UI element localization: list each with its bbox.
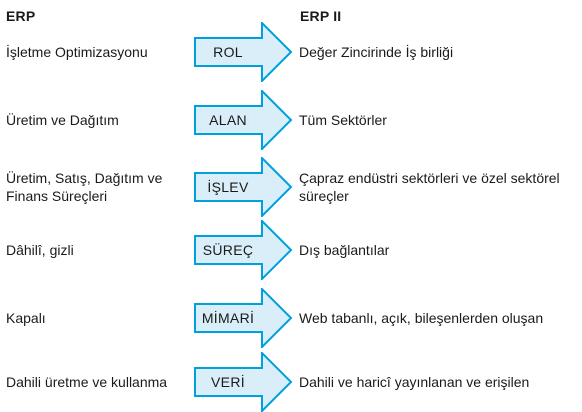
comparison-row-mimari: Kapalı MİMARİ Web tabanlı, açık, bileşen… bbox=[0, 288, 582, 348]
dimension-label: MİMARİ bbox=[201, 310, 255, 326]
erp-value: İşletme Optimizasyonu bbox=[6, 44, 148, 60]
arrow-shape bbox=[194, 90, 293, 150]
erp-value: Dâhilî, gizli bbox=[6, 242, 74, 258]
dimension-arrow: ROL bbox=[194, 22, 294, 82]
comparison-row-veri: Dahili üretme ve kullanma VERİ Dahili ve… bbox=[0, 352, 582, 412]
erp2-value: Değer Zincirinde İş birliği bbox=[299, 44, 454, 60]
dimension-label: ALAN bbox=[209, 112, 247, 128]
erp-value: Kapalı bbox=[6, 310, 46, 326]
comparison-row-islev: Üretim, Satış, Dağıtım ve Finans Süreçle… bbox=[0, 157, 582, 217]
erp-value: Dahili üretme ve kullanma bbox=[6, 374, 168, 390]
erp2-value: Dahili ve haricî yayınlanan ve erişilen bbox=[299, 374, 530, 390]
arrow-shape bbox=[194, 220, 293, 280]
dimension-arrow: MİMARİ bbox=[194, 288, 294, 348]
erp2-value: Tüm Sektörler bbox=[299, 112, 387, 128]
erp2-header: ERP II bbox=[300, 8, 342, 24]
dimension-label: İŞLEV bbox=[207, 179, 249, 195]
comparison-row-rol: İşletme Optimizasyonu ROL Değer Zincirin… bbox=[0, 22, 582, 82]
comparison-row-surec: Dâhilî, gizli SÜREÇ Dış bağlantılar bbox=[0, 220, 582, 280]
dimension-label: VERİ bbox=[211, 374, 245, 390]
dimension-arrow: VERİ bbox=[194, 352, 294, 412]
erp-header: ERP bbox=[6, 8, 36, 24]
dimension-arrow: İŞLEV bbox=[194, 157, 294, 217]
erp-value: Üretim, Satış, Dağıtım ve Finans Süreçle… bbox=[6, 170, 163, 204]
erp-value: Üretim ve Dağıtım bbox=[6, 112, 119, 128]
erp2-value: Çapraz endüstri sektörleri ve özel sektö… bbox=[299, 170, 560, 204]
dimension-label: ROL bbox=[213, 44, 243, 60]
arrow-shape bbox=[194, 22, 293, 82]
comparison-row-alan: Üretim ve Dağıtım ALAN Tüm Sektörler bbox=[0, 90, 582, 150]
arrow-shape bbox=[194, 157, 293, 217]
dimension-label: SÜREÇ bbox=[202, 242, 254, 258]
dimension-arrow: ALAN bbox=[194, 90, 294, 150]
dimension-arrow: SÜREÇ bbox=[194, 220, 294, 280]
erp2-value: Dış bağlantılar bbox=[299, 242, 390, 258]
arrow-shape bbox=[194, 352, 293, 412]
erp2-value: Web tabanlı, açık, bileşenlerden oluşan bbox=[299, 310, 544, 326]
arrow-shape bbox=[194, 288, 293, 348]
